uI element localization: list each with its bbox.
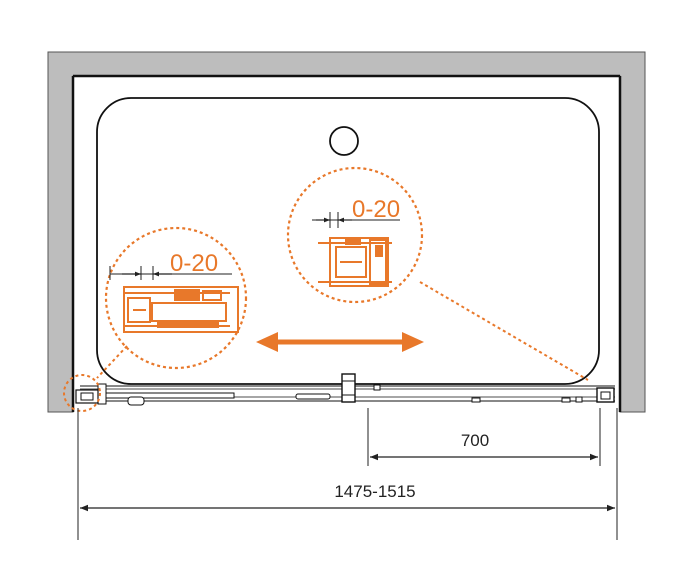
zoom-marker-left xyxy=(63,374,101,412)
dimension-door-width xyxy=(367,408,601,466)
double-arrow-icon xyxy=(256,332,424,352)
door-profile xyxy=(75,373,615,406)
total-width-label: 1475-1515 xyxy=(334,482,415,501)
gap-label-left: 0-20 xyxy=(170,250,218,277)
detail-callout-left xyxy=(63,226,248,412)
gap-label-right: 0-20 xyxy=(352,196,400,223)
drain-circle-icon xyxy=(329,126,359,156)
door-width-label: 700 xyxy=(461,431,489,450)
detail-callout-right xyxy=(286,166,589,381)
dimension-total-width xyxy=(77,408,618,540)
